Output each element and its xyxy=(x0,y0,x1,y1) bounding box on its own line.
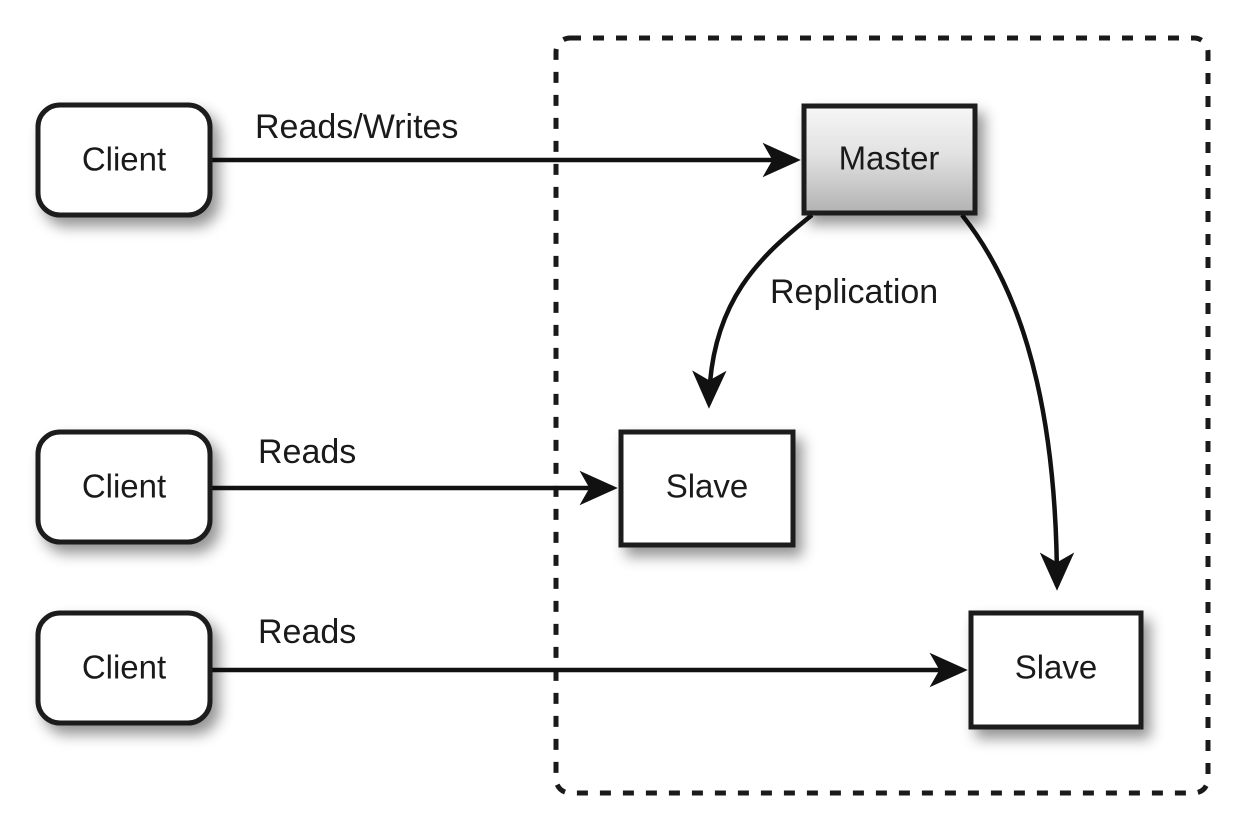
edge-label-reads-slave1: Reads xyxy=(258,433,356,471)
edge-master-slave2 xyxy=(960,213,1075,591)
client-3-label: Client xyxy=(82,649,166,686)
slave-1-label: Slave xyxy=(666,468,749,505)
slave-2-box[interactable] xyxy=(968,610,1144,730)
master-box[interactable] xyxy=(801,103,978,216)
slave-1-box[interactable] xyxy=(618,429,796,548)
node-master[interactable]: Master xyxy=(801,103,978,216)
node-client-3[interactable]: Client xyxy=(35,610,213,726)
master-label: Master xyxy=(839,140,940,177)
edge-label-replication: Replication xyxy=(770,273,938,311)
client-1-label: Client xyxy=(82,141,166,178)
client-3-box[interactable] xyxy=(35,610,213,726)
slave-2-label: Slave xyxy=(1015,649,1098,686)
database-cluster-boundary xyxy=(553,35,1211,796)
node-client-2[interactable]: Client xyxy=(35,429,213,545)
node-client-1[interactable]: Client xyxy=(35,102,213,218)
client-1-box[interactable] xyxy=(35,102,213,218)
edge-label-reads-writes: Reads/Writes xyxy=(255,108,458,146)
edge-label-reads-slave2: Reads xyxy=(258,613,356,651)
node-slave-2[interactable]: Slave xyxy=(968,610,1144,730)
node-slave-1[interactable]: Slave xyxy=(618,429,796,548)
edge-master-slave1 xyxy=(692,213,814,409)
client-2-label: Client xyxy=(82,468,166,505)
client-2-box[interactable] xyxy=(35,429,213,545)
